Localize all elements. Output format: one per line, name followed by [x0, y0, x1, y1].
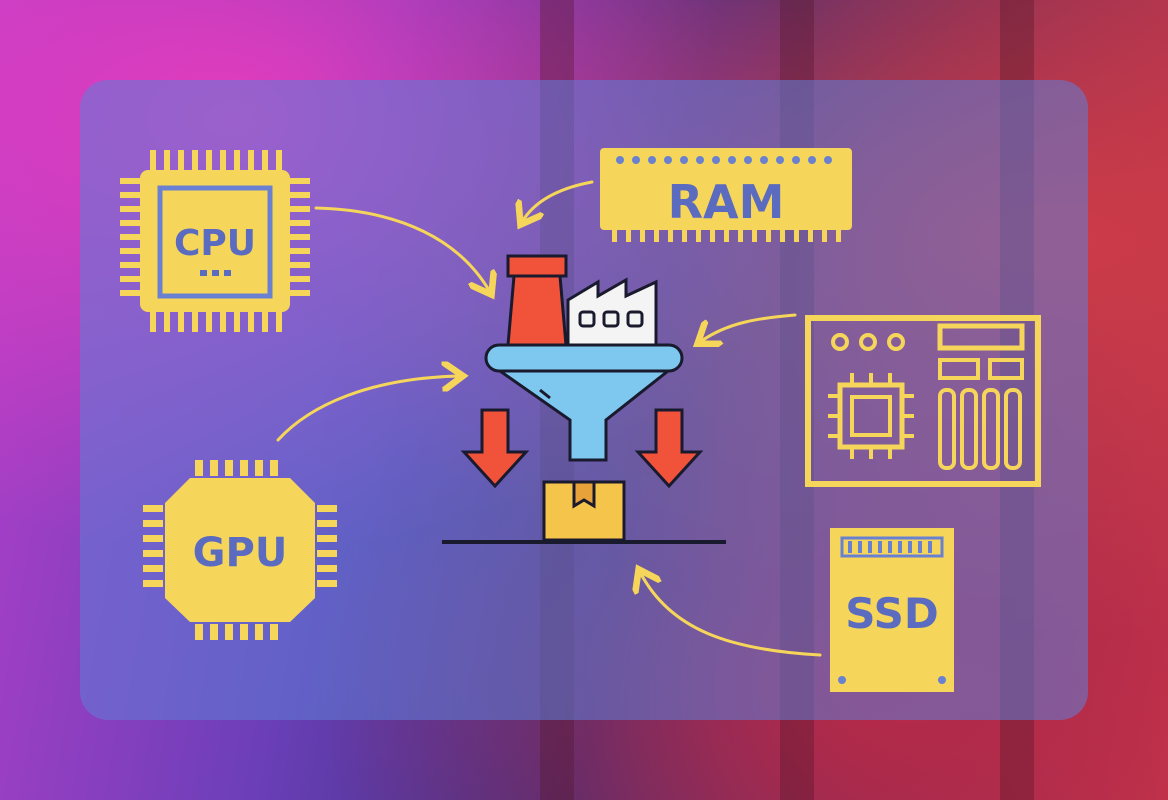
cpu-chip-icon: CPU [120, 150, 310, 332]
ssd-label: SSD [845, 589, 938, 638]
down-arrow-right-icon [634, 408, 704, 489]
gpu-label: GPU [193, 530, 288, 576]
gpu-chip-icon: GPU [143, 460, 337, 640]
package-box-icon [542, 480, 626, 542]
motherboard-flow-arrow [700, 313, 797, 342]
motherboard-icon [805, 315, 1041, 487]
ram-label: RAM [668, 175, 785, 229]
cpu-flow-arrow [314, 206, 490, 292]
down-arrow-left-icon [460, 408, 530, 489]
factory-funnel-icon [484, 254, 684, 462]
ssd-flow-arrow [640, 572, 822, 657]
cpu-label: CPU [174, 223, 256, 264]
ssd-drive-icon: SSD [830, 528, 954, 692]
ram-flow-arrow [522, 180, 594, 222]
ram-module-icon: RAM [600, 148, 852, 242]
gpu-flow-arrow [276, 376, 460, 442]
